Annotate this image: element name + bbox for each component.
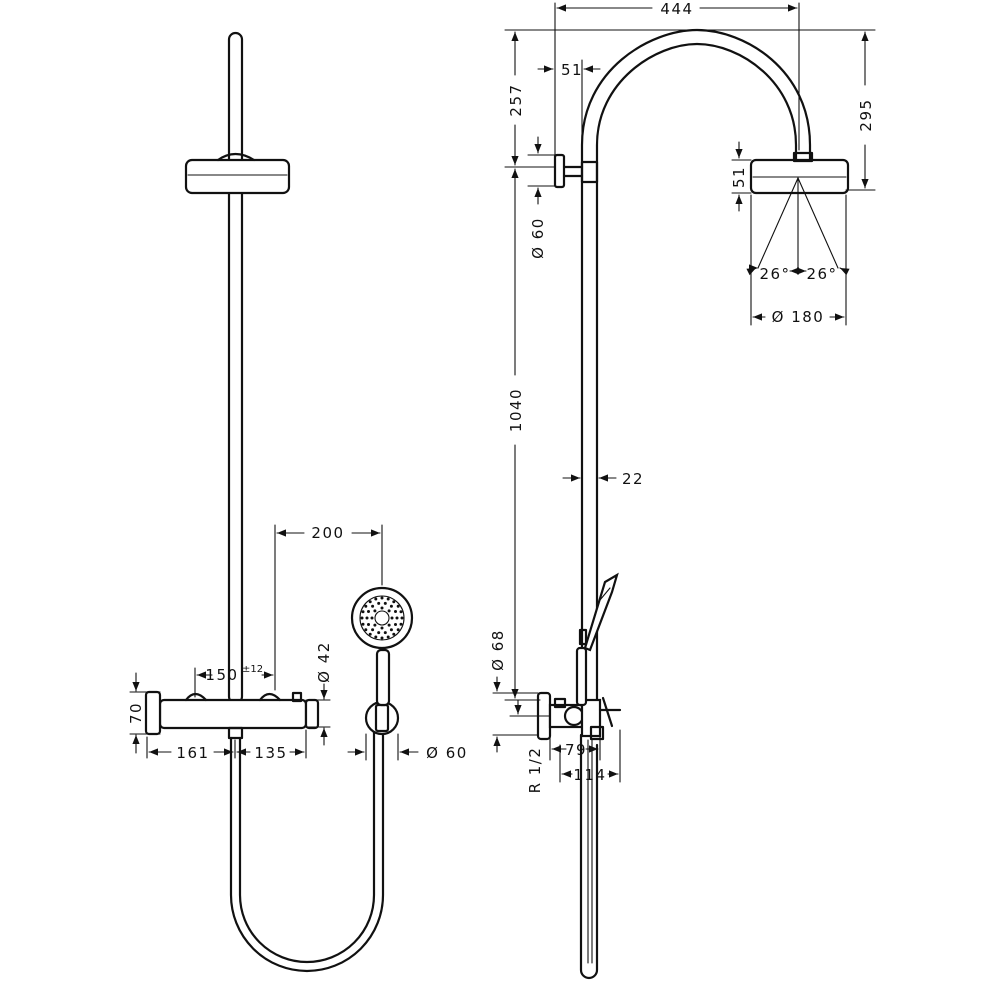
nozzle-dot	[400, 616, 404, 620]
nozzle-dot	[380, 596, 384, 600]
nozzle-dot	[396, 628, 400, 632]
nozzle-dot	[364, 604, 368, 608]
dim-mixer-dia: Ø 68	[489, 629, 507, 671]
dim-left-projection: 161	[176, 744, 209, 762]
dim-holder-dia: Ø 60	[426, 744, 468, 762]
nozzle-dot	[387, 623, 391, 627]
nozzle-dot	[373, 609, 377, 613]
nozzle-dot	[387, 609, 391, 613]
dim-top-to-holder: 257	[507, 83, 525, 116]
wall-holder-front	[364, 700, 400, 736]
nozzle-dot	[392, 600, 396, 604]
nozzle-dot	[389, 628, 393, 632]
nozzle-dot	[394, 623, 397, 626]
nozzle-dot	[396, 604, 400, 608]
nozzle-pattern	[360, 596, 404, 640]
nozzle-dot	[371, 604, 375, 608]
shower-hose-front	[229, 728, 385, 973]
dim-handshower-dia: Ø 42	[315, 641, 333, 683]
nozzle-dot	[368, 632, 372, 636]
front-view: 200 150 ±12 70 Ø 42	[127, 31, 468, 973]
hand-shower-front	[350, 586, 414, 707]
nozzle-dot	[380, 606, 384, 610]
nozzle-dot	[361, 622, 365, 626]
dimensions-front: 200 150 ±12 70 Ø 42	[127, 524, 468, 762]
overhead-shower-front	[184, 152, 291, 195]
dim-right-projection: 135	[254, 744, 287, 762]
spray-angle-lines	[757, 177, 839, 269]
nozzle-dot	[371, 628, 375, 632]
nozzle-dot	[380, 626, 384, 630]
overhead-shower-side	[749, 151, 850, 195]
dim-riser-length: 1040	[507, 388, 525, 432]
dim-head-thickness: 51	[730, 166, 748, 188]
nozzle-dot	[386, 597, 390, 601]
nozzle-dot	[374, 597, 378, 601]
nozzle-dot	[361, 610, 365, 614]
dim-mixer-tolerance: ±12	[242, 664, 263, 675]
nozzle-dot	[360, 616, 364, 620]
dim-arm-height: 295	[857, 98, 875, 131]
riser-and-arm	[580, 28, 812, 707]
dim-spray-angle-right: 26°	[806, 265, 837, 283]
nozzle-dot	[383, 601, 387, 605]
nozzle-dot	[368, 600, 372, 604]
nozzle-dot	[377, 601, 381, 605]
dim-mixer-depth: 79	[565, 741, 587, 759]
nozzle-dot	[390, 616, 394, 620]
dim-head-dia: Ø 180	[772, 308, 825, 326]
nozzle-dot	[399, 622, 403, 626]
side-view: 444 295 51 257 Ø 60	[489, 0, 876, 980]
dim-riser-dia: 22	[622, 470, 644, 488]
shower-hose-side	[579, 733, 599, 980]
nozzle-dot	[364, 628, 368, 632]
dim-arm-reach: 444	[660, 0, 693, 18]
dim-mixer-centers: 150	[205, 666, 238, 684]
riser-holder-side	[553, 153, 599, 189]
dim-spray-angle-left: 26°	[759, 265, 790, 283]
nozzle-dot	[370, 616, 374, 620]
dim-mixer-height: 70	[127, 702, 145, 724]
hand-shower-side	[575, 572, 619, 707]
nozzle-dot	[389, 604, 393, 608]
riser-rail	[227, 31, 244, 705]
dimensions-side: 444 295 51 257 Ø 60	[489, 0, 876, 794]
dim-column-gap: 51	[561, 61, 583, 79]
nozzle-dot	[373, 623, 377, 627]
dim-mixer-total-depth: 114	[573, 766, 606, 784]
nozzle-dot	[394, 610, 397, 613]
nozzle-dot	[374, 635, 378, 639]
dim-handshower-offset: 200	[311, 524, 344, 542]
nozzle-dot	[380, 636, 384, 640]
thermostat-mixer-front	[144, 690, 320, 740]
nozzle-dot	[399, 610, 403, 614]
nozzle-dot	[377, 631, 381, 635]
nozzle-dot	[367, 610, 370, 613]
nozzle-dot	[392, 632, 396, 636]
dim-connection: R 1/2	[526, 747, 544, 794]
nozzle-dot	[365, 616, 369, 620]
nozzle-dot	[383, 631, 387, 635]
nozzle-dot	[386, 635, 390, 639]
dim-holder-dia-side: Ø 60	[529, 217, 547, 259]
nozzle-dot	[395, 616, 399, 620]
nozzle-dot	[367, 623, 370, 626]
